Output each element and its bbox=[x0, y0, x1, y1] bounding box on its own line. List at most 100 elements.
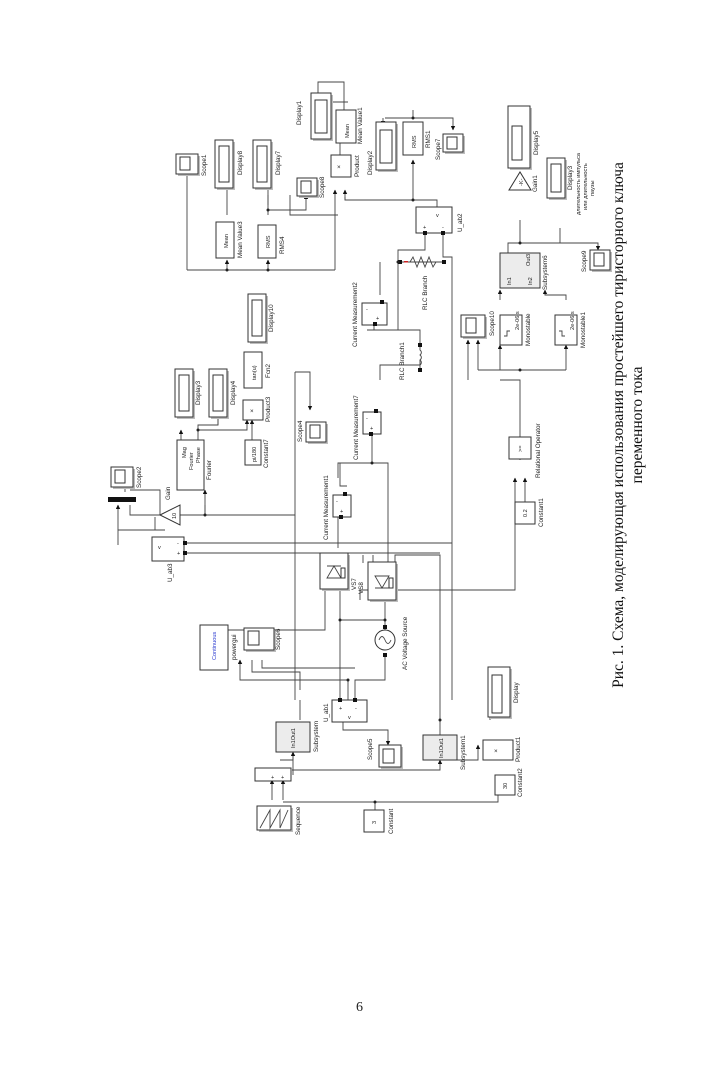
scope1-block[interactable] bbox=[175, 153, 200, 176]
current-measurement2-label: Current Measurement2 bbox=[352, 282, 359, 347]
scope6-label: Scope6 bbox=[275, 628, 282, 650]
scope8-block[interactable] bbox=[296, 177, 319, 198]
monostable1-block[interactable] bbox=[554, 314, 578, 346]
subsystem6-label: Subsystem6 bbox=[542, 255, 549, 290]
rms4-label: RMS4 bbox=[279, 236, 286, 254]
product-label: Product bbox=[354, 155, 361, 177]
mean-value1-label: Mean Value1 bbox=[357, 107, 364, 144]
product1-times: × bbox=[494, 748, 498, 755]
display-block[interactable] bbox=[487, 666, 512, 719]
scope5-block[interactable] bbox=[378, 744, 403, 769]
vs7-thyristor[interactable] bbox=[319, 552, 350, 591]
constant1-label: Constant1 bbox=[538, 498, 545, 527]
scope10-block[interactable] bbox=[460, 314, 487, 339]
product-block[interactable] bbox=[330, 154, 352, 178]
gain1-label: Gain1 bbox=[532, 175, 539, 192]
sum-block[interactable] bbox=[254, 767, 292, 782]
subsystem1-label: Subsystem1 bbox=[460, 735, 467, 770]
fourier-label: Fourier bbox=[206, 460, 213, 480]
rms1-block[interactable] bbox=[402, 121, 424, 156]
relational-operator-block[interactable] bbox=[508, 436, 532, 460]
page-number: 6 bbox=[356, 1000, 363, 1015]
monostable-time: 2e-06 s bbox=[515, 311, 521, 330]
constant7-block[interactable] bbox=[244, 439, 262, 466]
scope9-label: Scope9 bbox=[581, 250, 588, 272]
constant1-value: 0.2 bbox=[523, 509, 529, 517]
constant1-block[interactable] bbox=[514, 501, 536, 525]
ac-voltage-source-label: AC Voltage Source bbox=[402, 616, 409, 670]
scope9-block[interactable] bbox=[589, 249, 612, 272]
product3-block[interactable] bbox=[242, 399, 264, 421]
relop-text: >= bbox=[518, 445, 524, 452]
gain-block[interactable] bbox=[158, 504, 181, 526]
u-ab3-label: U_ab3 bbox=[167, 563, 174, 582]
rms1-text: RMS bbox=[412, 135, 418, 148]
display10-label: Display10 bbox=[268, 304, 275, 332]
display5-label: Display5 bbox=[533, 130, 540, 155]
scope6-block[interactable] bbox=[243, 627, 276, 652]
caption-line-2: переменного тока bbox=[629, 366, 646, 484]
display10-block[interactable] bbox=[247, 293, 268, 344]
mux-bar[interactable] bbox=[108, 497, 136, 502]
subsystem1-text: In1Out1 bbox=[439, 738, 445, 758]
u-ab1-block[interactable] bbox=[331, 698, 368, 723]
current-measurement7-block[interactable] bbox=[362, 409, 382, 436]
cm2-plus: + bbox=[376, 316, 379, 322]
display3-block[interactable] bbox=[174, 368, 195, 419]
subsystem6-out3: Out3 bbox=[526, 254, 532, 266]
display7-block[interactable] bbox=[252, 139, 273, 190]
scope4-block[interactable] bbox=[305, 421, 328, 444]
display-label: Display bbox=[513, 682, 520, 703]
display2-block[interactable] bbox=[375, 121, 398, 172]
display5-block[interactable] bbox=[507, 105, 532, 170]
fourier-text: Fourier bbox=[189, 452, 195, 470]
u-ab3-block[interactable] bbox=[151, 536, 187, 562]
mean-value1-block[interactable] bbox=[335, 109, 357, 144]
current-measurement1-block[interactable] bbox=[332, 492, 352, 519]
powergui-block[interactable] bbox=[199, 624, 229, 671]
subsystem6-block[interactable] bbox=[499, 252, 541, 289]
scope7-block[interactable] bbox=[442, 133, 465, 154]
rms1-label: RMS1 bbox=[425, 130, 432, 148]
ac-voltage-source[interactable] bbox=[374, 625, 396, 657]
monostable-block[interactable] bbox=[499, 314, 523, 346]
u-ab2-block[interactable] bbox=[415, 206, 453, 235]
current-measurement7-label: Current Measurement7 bbox=[353, 395, 360, 460]
rlc-branch-label: RLC Branch bbox=[422, 275, 429, 310]
mean-value3-block[interactable] bbox=[215, 221, 235, 259]
sum-plus-1: + bbox=[271, 775, 274, 781]
vs8-thyristor[interactable] bbox=[367, 561, 398, 602]
fcn2-block[interactable] bbox=[243, 351, 263, 389]
rms4-block[interactable] bbox=[257, 224, 277, 259]
subsystem-text: In1Out1 bbox=[291, 728, 297, 748]
constant2-block[interactable] bbox=[494, 774, 516, 796]
vs7-label: VS7 bbox=[351, 578, 358, 590]
subsystem1-block[interactable] bbox=[422, 734, 458, 761]
rlc-branch1-block[interactable] bbox=[418, 343, 422, 372]
display3-note-3: паузы bbox=[590, 181, 596, 196]
sequence-label: Sequence bbox=[295, 806, 302, 835]
scope8-label: Scope8 bbox=[319, 176, 326, 198]
product1-block[interactable] bbox=[482, 739, 514, 761]
sequence-block[interactable] bbox=[256, 805, 293, 832]
gain-label: Gain bbox=[165, 486, 172, 500]
fourier-block[interactable] bbox=[176, 439, 205, 491]
cm7-plus: + bbox=[370, 426, 373, 432]
display4-block[interactable] bbox=[208, 368, 229, 419]
caption-line-1: Рис. 1. Схема, моделирующая использовани… bbox=[610, 162, 627, 688]
u-ab3-plus: + bbox=[177, 551, 180, 557]
scope1-label: Scope1 bbox=[201, 154, 208, 176]
subsystem-block[interactable] bbox=[275, 721, 311, 753]
current-measurement2-block[interactable] bbox=[361, 300, 388, 326]
gain1-block[interactable] bbox=[508, 171, 532, 191]
fcn2-label: Fcn2 bbox=[265, 364, 272, 378]
display3-right-block[interactable] bbox=[546, 157, 567, 200]
constant-block[interactable] bbox=[363, 809, 385, 833]
display8-block[interactable] bbox=[214, 139, 235, 190]
product3-label: Product3 bbox=[265, 396, 272, 422]
rlc-branch-block[interactable] bbox=[398, 255, 446, 269]
display1-block[interactable] bbox=[310, 92, 333, 141]
scope2-block[interactable] bbox=[110, 466, 135, 489]
display3-label: Display3 bbox=[195, 380, 202, 405]
u-ab1-v: v bbox=[348, 715, 351, 721]
